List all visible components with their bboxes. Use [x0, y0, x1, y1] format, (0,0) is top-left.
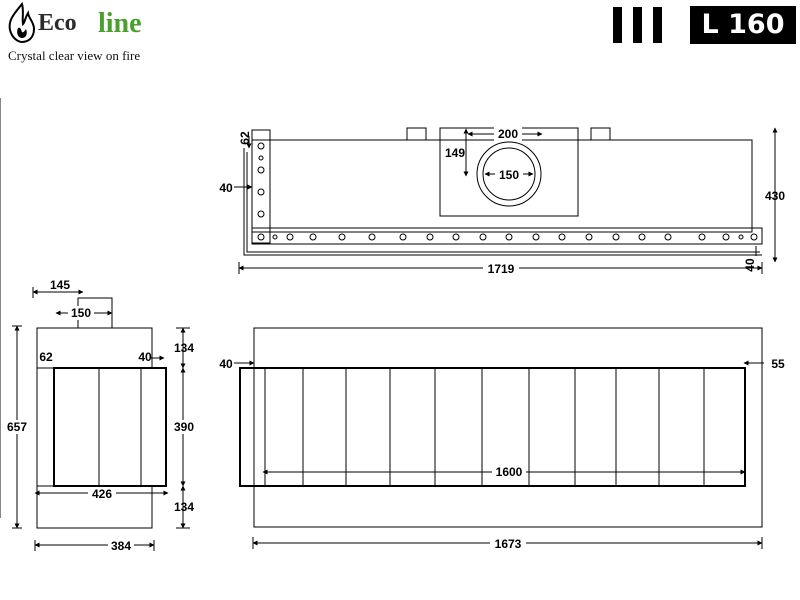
- top-view: [243, 127, 763, 256]
- top-view-frame-inner: [246, 152, 760, 253]
- tagline: Crystal clear view on fire: [8, 48, 141, 63]
- header: Eco line Crystal clear view on fire L 16…: [0, 0, 800, 70]
- dim-top-depth: 145: [50, 278, 70, 292]
- dimension-labels: 200 149 150 1719 430 40 62 40 145 150 65…: [5, 127, 785, 553]
- top-view-left-wall: [251, 129, 271, 244]
- top-view-body: [251, 139, 753, 233]
- dim-hood-width: 200: [498, 127, 518, 141]
- mounting-holes-wall: [257, 142, 265, 241]
- dim-glass-depth: 426: [92, 487, 112, 501]
- dim-corner-top: 62: [238, 131, 252, 145]
- front-view-glass: [239, 367, 746, 487]
- dim-side-depth: 384: [111, 539, 131, 553]
- fireplace-series-icon: [613, 7, 662, 43]
- dim-pipe-diameter-side: 150: [71, 306, 91, 320]
- dim-upper-height: 134: [174, 341, 194, 355]
- logo-eco-text: Eco: [38, 10, 77, 36]
- dim-base-thickness: 40: [743, 258, 757, 272]
- front-view-body: [253, 327, 763, 528]
- side-view-hood: [36, 327, 153, 369]
- model-badge: L 160: [690, 6, 796, 44]
- page-border: [0, 98, 1, 518]
- flue-pipe-inner: [482, 147, 536, 201]
- dim-side-wall: 40: [219, 181, 233, 195]
- dimension-lines: [12, 127, 778, 551]
- mounting-holes-rail: [272, 233, 758, 241]
- dim-lower-height: 134: [174, 500, 194, 514]
- flame-icon: [8, 2, 36, 44]
- flue-pipe-outer: [476, 141, 542, 207]
- dim-wall-side: 40: [138, 350, 152, 364]
- dim-front-width: 1673: [495, 537, 522, 551]
- top-tab-right: [590, 127, 611, 141]
- dim-total-height: 657: [7, 420, 27, 434]
- dim-depth: 430: [765, 189, 785, 203]
- glass-panels: [264, 368, 705, 486]
- top-tab-left: [406, 127, 427, 141]
- logo-line-text: line: [98, 8, 142, 39]
- dim-glass-height: 390: [174, 420, 194, 434]
- dim-total-width: 1719: [488, 262, 515, 276]
- side-view-glass-frame: [53, 367, 167, 487]
- dim-left-margin: 40: [219, 357, 233, 371]
- dim-right-margin: 55: [771, 357, 785, 371]
- front-view: [239, 327, 763, 528]
- top-view-frame-outline: [243, 148, 762, 256]
- dim-pipe-diameter-top: 150: [499, 168, 519, 182]
- dim-pipe-offset: 149: [445, 146, 465, 160]
- dim-corner-side: 62: [39, 350, 53, 364]
- top-view-base-rail: [251, 227, 763, 245]
- dim-glass-width: 1600: [496, 465, 523, 479]
